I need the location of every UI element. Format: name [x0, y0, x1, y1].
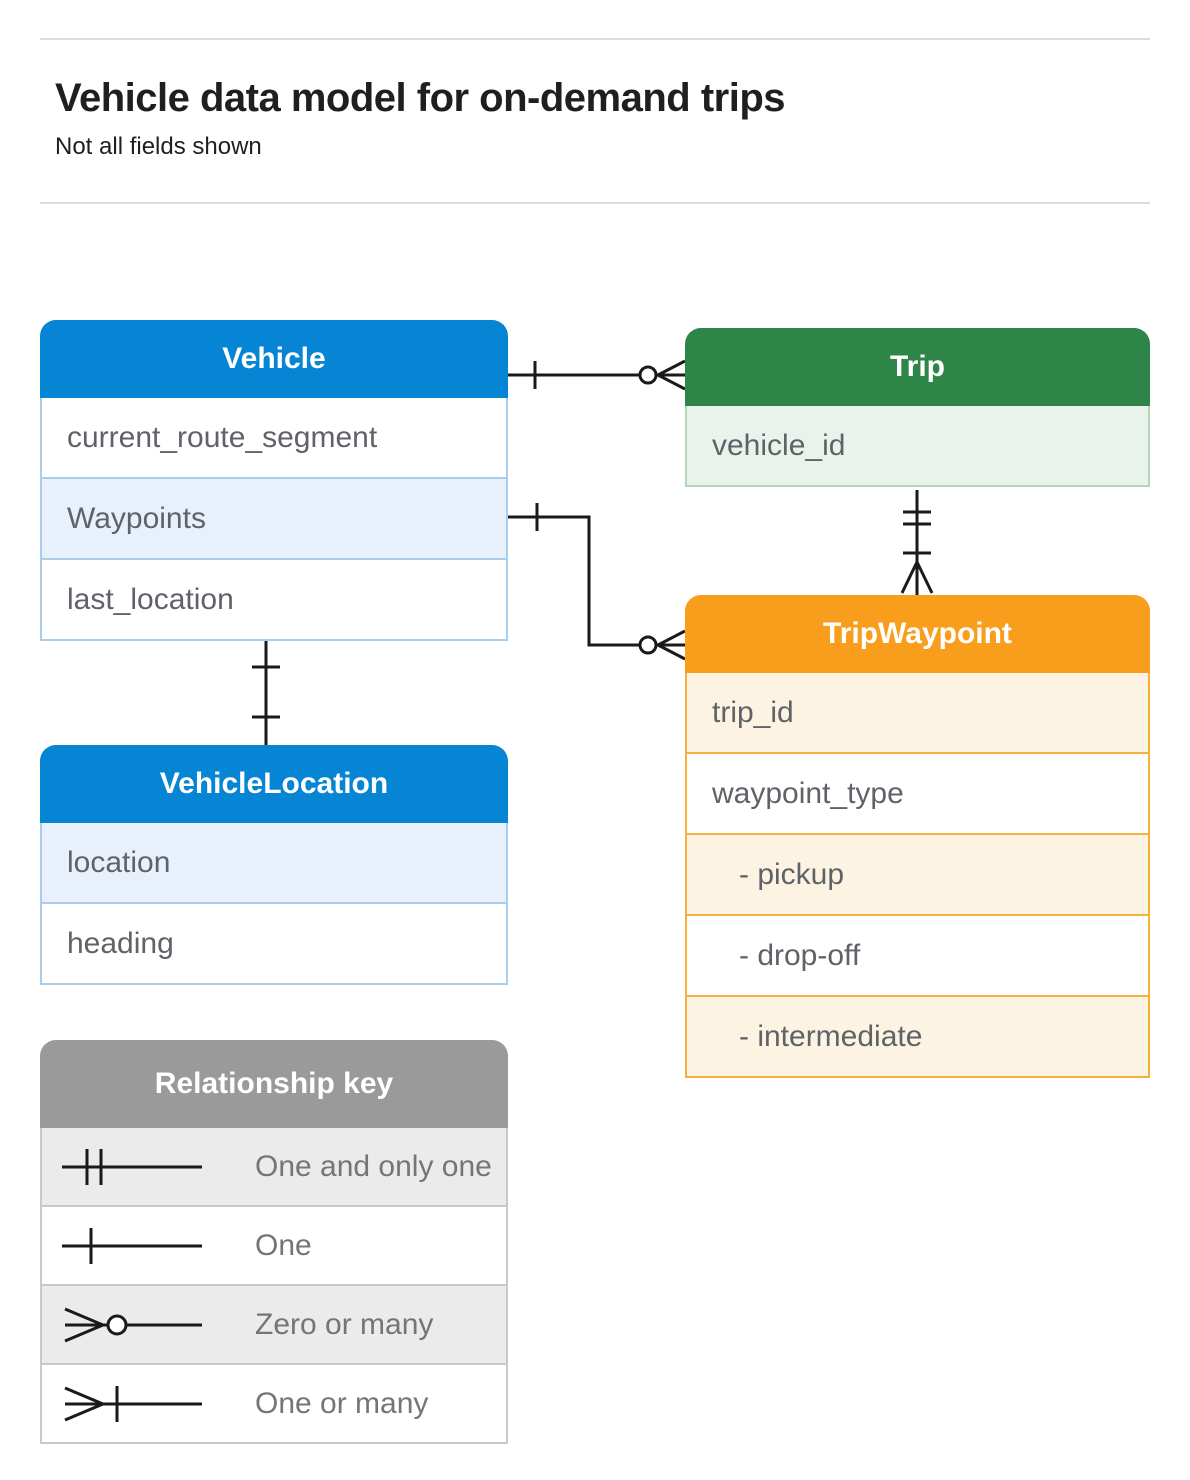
key-row-one-and-only-one: One and only one: [42, 1128, 506, 1205]
page-subtitle: Not all fields shown: [55, 133, 262, 160]
trip-table: Trip vehicle_id: [685, 328, 1150, 487]
key-row-one-or-many: One or many: [42, 1363, 506, 1442]
relationship-key-body: One and only one One Zero or many: [40, 1128, 508, 1444]
value-pickup: - pickup: [687, 833, 1148, 914]
connector-vehicle-vehiclelocation: [252, 636, 280, 745]
key-row-zero-or-many: Zero or many: [42, 1284, 506, 1363]
field-location: location: [42, 823, 506, 902]
field-last-location: last_location: [42, 558, 506, 639]
value-intermediate: - intermediate: [687, 995, 1148, 1076]
trip-table-body: vehicle_id: [685, 406, 1150, 487]
key-label: One and only one: [255, 1149, 492, 1183]
connector-trip-tripwaypoint: [900, 490, 934, 595]
connector-vehicle-trip: [508, 359, 686, 391]
top-divider: [40, 38, 1150, 40]
page-title: Vehicle data model for on-demand trips: [55, 76, 786, 120]
vehicle-table-body: current_route_segment Waypoints last_loc…: [40, 398, 508, 641]
key-label: One or many: [255, 1386, 429, 1420]
field-waypoints: Waypoints: [42, 477, 506, 558]
field-vehicle-id: vehicle_id: [687, 406, 1148, 485]
field-waypoint-type: waypoint_type: [687, 752, 1148, 833]
field-heading: heading: [42, 902, 506, 983]
relationship-key: Relationship key One and only one One: [40, 1040, 508, 1444]
one-and-only-one-icon: [62, 1148, 202, 1185]
vehicle-table: Vehicle current_route_segment Waypoints …: [40, 320, 508, 641]
key-label: Zero or many: [255, 1307, 434, 1341]
tripwaypoint-table-title: TripWaypoint: [685, 595, 1150, 673]
key-row-one: One: [42, 1205, 506, 1284]
vehiclelocation-table-body: location heading: [40, 823, 508, 985]
zero-or-many-icon: [64, 1307, 202, 1342]
vehicle-table-title: Vehicle: [40, 320, 508, 398]
tripwaypoint-table-body: trip_id waypoint_type - pickup - drop-of…: [685, 673, 1150, 1078]
vehiclelocation-table: VehicleLocation location heading: [40, 745, 508, 985]
header-divider: [40, 202, 1150, 204]
vehiclelocation-table-title: VehicleLocation: [40, 745, 508, 823]
field-trip-id: trip_id: [687, 673, 1148, 752]
connector-waypoints-tripwaypoint: [508, 503, 686, 661]
one-icon: [62, 1227, 202, 1264]
relationship-key-title: Relationship key: [40, 1040, 508, 1128]
key-label: One: [255, 1228, 312, 1262]
trip-table-title: Trip: [685, 328, 1150, 406]
tripwaypoint-table: TripWaypoint trip_id waypoint_type - pic…: [685, 595, 1150, 1078]
field-current-route-segment: current_route_segment: [42, 398, 506, 477]
one-or-many-icon: [64, 1385, 202, 1422]
value-drop-off: - drop-off: [687, 914, 1148, 995]
